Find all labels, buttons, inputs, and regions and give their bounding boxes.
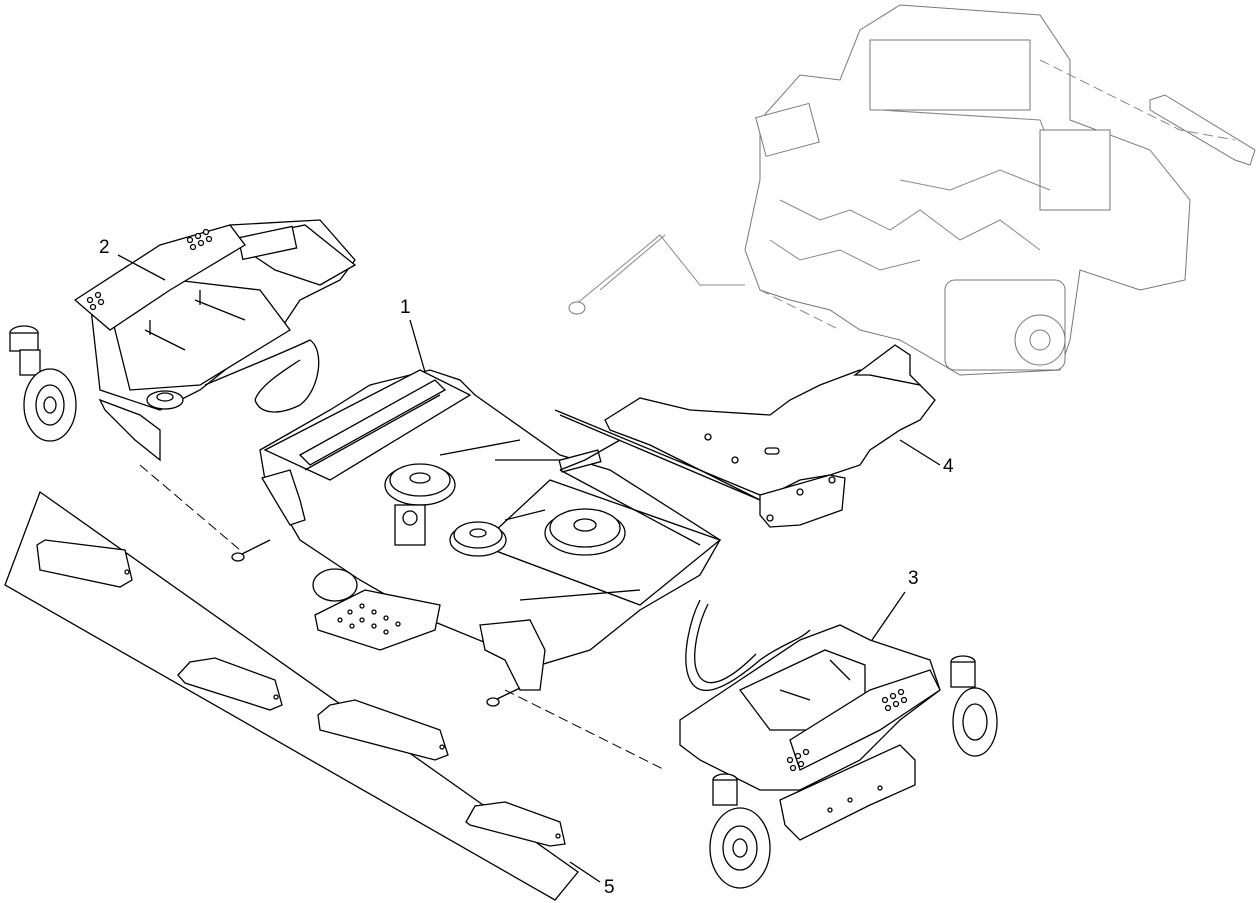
cover-plate bbox=[554, 344, 936, 528]
leader-lines bbox=[117, 254, 941, 883]
pulley-center bbox=[449, 521, 507, 557]
bolt-right bbox=[486, 687, 521, 707]
hole-pattern bbox=[86, 228, 213, 311]
baffle-2 bbox=[177, 657, 283, 711]
bolt-left bbox=[231, 539, 271, 562]
right-deck-section bbox=[679, 599, 998, 889]
baffle-1 bbox=[36, 539, 133, 588]
left-deck-section bbox=[9, 219, 357, 462]
right-hole-pattern bbox=[786, 688, 908, 772]
pulley-right bbox=[544, 508, 626, 556]
alignment-lines bbox=[139, 464, 666, 771]
callout-1: 1 bbox=[400, 297, 411, 318]
callout-3: 3 bbox=[908, 568, 919, 589]
step-plate-holes bbox=[337, 603, 401, 635]
callout-2: 2 bbox=[99, 237, 110, 258]
baffle-3 bbox=[317, 699, 449, 761]
baffle-4 bbox=[465, 801, 566, 847]
callout-4: 4 bbox=[943, 456, 954, 477]
callout-5: 5 bbox=[604, 877, 615, 898]
pulley-left bbox=[384, 463, 456, 506]
tractor-frame-background bbox=[568, 4, 1256, 376]
baffle-kit bbox=[4, 490, 579, 901]
center-deck bbox=[231, 369, 722, 707]
